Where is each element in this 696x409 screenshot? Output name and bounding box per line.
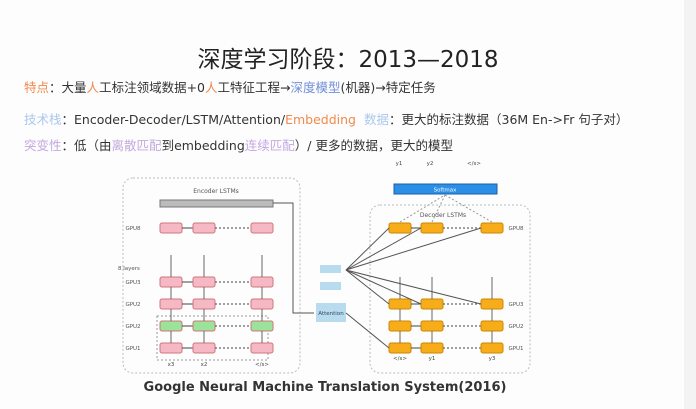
decoder-input: y3 xyxy=(489,356,496,362)
sep: ： xyxy=(61,138,75,153)
encoder-row-label: GPU1 xyxy=(125,346,140,352)
softmax-label: Softmax xyxy=(434,188,458,194)
decoder-row-label: GPU3 xyxy=(508,302,524,308)
encoder-lstm-cell xyxy=(159,320,183,332)
encoder-row-label: GPU8 xyxy=(125,226,141,232)
encoder-lstm-cell xyxy=(159,298,183,310)
decoder-lstm-cell xyxy=(420,298,444,310)
decoder-row-label: GPU2 xyxy=(508,324,523,330)
encoder-output-bar xyxy=(159,199,274,208)
text: (机器)→特定任务 xyxy=(340,80,436,95)
encoder-attention-link xyxy=(273,202,314,314)
attention-link xyxy=(345,269,482,305)
decoder-output: y1 xyxy=(396,161,403,167)
encoder-lstm-cell xyxy=(250,298,274,310)
encoder-lstm-cell xyxy=(250,342,274,354)
decoder-lstm-cell xyxy=(388,298,412,310)
text: 工标注领域数据+0 xyxy=(99,80,205,95)
encoder-lstm-cell xyxy=(192,222,216,234)
attention-layer xyxy=(320,265,341,273)
encoder-lstm-cell xyxy=(192,298,216,310)
decoder-input: y1 xyxy=(429,356,436,362)
encoder-lstm-cell xyxy=(192,342,216,354)
encoder-input: x2 xyxy=(201,362,208,368)
encoder-input: </s> xyxy=(255,362,269,368)
sep: ： xyxy=(388,112,402,127)
softmax-link xyxy=(399,194,446,223)
tech-stack-line: 技术栈：Encoder-Decoder/LSTM/Attention/Embed… xyxy=(24,109,628,128)
encoder-input: x3 xyxy=(168,362,175,368)
decoder-lstm-cell xyxy=(480,298,504,310)
figure-caption: Google Neural Machine Translation System… xyxy=(143,380,507,395)
data-label: 数据 xyxy=(363,112,389,127)
decoder-lstm-cell xyxy=(388,222,412,234)
decoder-row-label: GPU8 xyxy=(508,226,524,232)
encoder-lstm-cell xyxy=(250,222,274,234)
softmax-link xyxy=(431,194,446,223)
attention-link xyxy=(345,227,482,271)
features-label: 特点 xyxy=(24,80,50,95)
text-highlight: 离散匹配 xyxy=(111,138,162,153)
softmax-link xyxy=(444,194,493,223)
mutation-line: 突变性：低（由离散匹配到embedding连续匹配）/ 更多的数据，更大的模型 xyxy=(24,135,453,154)
decoder-lstm-cell xyxy=(480,222,504,234)
decoder-lstm-cell xyxy=(480,320,504,332)
text-highlight: Embedding xyxy=(285,112,356,127)
attention-label: Attention xyxy=(318,311,344,317)
text: 低（由 xyxy=(74,138,112,153)
slide-title: 深度学习阶段：2013—2018 xyxy=(197,47,499,73)
decoder-lstm-cell xyxy=(420,320,444,332)
bidirectional-frame xyxy=(156,315,269,361)
text: 到embedding xyxy=(161,138,245,153)
decoder-output: </s> xyxy=(467,161,481,167)
attention-block xyxy=(316,303,346,322)
attention-link xyxy=(345,227,390,271)
decoder-row-label: GPU1 xyxy=(508,346,523,352)
sep: ： xyxy=(49,80,62,95)
attention-link xyxy=(345,227,422,271)
decoder-title: Decoder LSTMs xyxy=(420,212,466,219)
encoder-lstm-cell xyxy=(159,342,183,354)
decoder-lstm-cell xyxy=(420,222,444,234)
text-highlight: 人 xyxy=(86,80,100,95)
encoder-row-label: GPU3 xyxy=(125,280,141,286)
attention-link xyxy=(345,312,390,349)
attention-link xyxy=(345,269,422,305)
decoder-input: </s> xyxy=(393,356,407,362)
text-highlight: 深度模型 xyxy=(290,80,341,95)
encoder-title: Encoder LSTMs xyxy=(193,188,239,195)
encoder-row-label: GPU2 xyxy=(125,302,140,308)
decoder-lstm-cell xyxy=(388,342,412,354)
decoder-lstm-cell xyxy=(480,342,504,354)
text: 大量 xyxy=(61,80,87,95)
attention-layer xyxy=(320,282,341,290)
encoder-lstm-cell xyxy=(192,320,216,332)
encoder-frame xyxy=(122,177,301,374)
text: 工特征工程→ xyxy=(217,80,291,95)
text: ）/ 更多的数据，更大的模型 xyxy=(294,138,453,153)
encoder-lstm-cell xyxy=(192,276,216,288)
slide-edge xyxy=(684,0,696,409)
sep: ： xyxy=(61,112,75,127)
features-line: 特点：大量人工标注领域数据+0人工特征工程→深度模型(机器)→特定任务 xyxy=(24,77,436,96)
encoder-lstm-cell xyxy=(159,222,183,234)
text-highlight: 连续匹配 xyxy=(244,138,295,153)
decoder-lstm-cell xyxy=(388,320,412,332)
encoder-row-label: GPU2 xyxy=(125,324,140,330)
encoder-lstm-cell xyxy=(159,276,183,288)
tech-stack-label: 技术栈 xyxy=(24,112,62,127)
text: 更大的标注数据（36M En->Fr 句子对） xyxy=(401,112,629,127)
mutation-label: 突变性 xyxy=(24,138,62,153)
text-highlight: 人 xyxy=(205,80,218,95)
text: Encoder-Decoder/LSTM/Attention/ xyxy=(74,112,286,127)
softmax-bar xyxy=(393,183,498,195)
encoder-lstm-cell xyxy=(250,320,274,332)
encoder-lstm-cell xyxy=(250,276,274,288)
decoder-output: y2 xyxy=(427,161,434,167)
layers-label: 8 layers xyxy=(118,266,140,272)
attention-link xyxy=(345,269,390,305)
decoder-lstm-cell xyxy=(420,342,444,354)
